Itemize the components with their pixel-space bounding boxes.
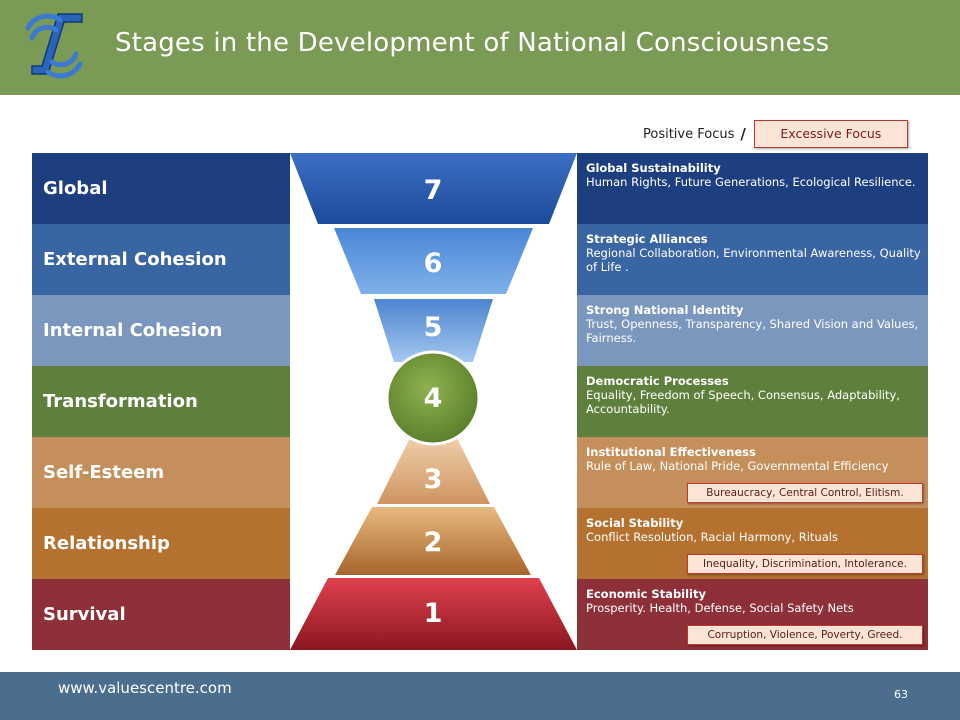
footer-url: www.valuescentre.com xyxy=(58,679,232,697)
level-5-name: Internal Cohesion xyxy=(43,320,223,341)
level-5-focus-band: Strong National Identity Trust, Openness… xyxy=(577,295,928,366)
level-1-excessive-focus-box: Corruption, Violence, Poverty, Greed. xyxy=(687,625,923,645)
level-2-name: Relationship xyxy=(43,533,170,554)
level-5-number: 5 xyxy=(424,312,443,343)
slide-header: Stages in the Development of National Co… xyxy=(0,0,960,95)
level-3-focus-band: Institutional Effectiveness Rule of Law,… xyxy=(577,437,928,508)
legend-separator: / xyxy=(740,125,746,143)
level-7-hourglass-segment xyxy=(290,153,577,224)
level-2-hourglass-segment xyxy=(335,507,531,575)
level-6-name: External Cohesion xyxy=(43,249,227,270)
level-1-number: 1 xyxy=(424,598,443,629)
level-6-name-band: External Cohesion xyxy=(32,224,290,295)
level-7-name: Global xyxy=(43,178,108,199)
level-2-focus-band: Social Stability Conflict Resolution, Ra… xyxy=(577,508,928,579)
level-4-focus-band: Democratic Processes Equality, Freedom o… xyxy=(577,366,928,437)
level-3-number: 3 xyxy=(424,464,443,495)
level-2-focus-description: Conflict Resolution, Racial Harmony, Rit… xyxy=(586,530,838,544)
focus-legend: Positive Focus / Excessive Focus xyxy=(643,120,908,148)
page-number: 63 xyxy=(894,688,908,701)
level-2-focus-title: Social Stability xyxy=(586,516,684,530)
level-4-number: 4 xyxy=(424,383,443,414)
level-5-focus-title: Strong National Identity xyxy=(586,303,744,317)
level-1-hourglass-segment xyxy=(290,578,577,650)
level-6-focus-description: Regional Collaboration, Environmental Aw… xyxy=(586,246,921,274)
level-2-number: 2 xyxy=(424,527,443,558)
level-5-name-band: Internal Cohesion xyxy=(32,295,290,366)
level-4-hourglass-circle xyxy=(385,350,481,446)
level-2-name-band: Relationship xyxy=(32,508,290,579)
level-6-focus-title: Strategic Alliances xyxy=(586,232,708,246)
level-4-name: Transformation xyxy=(43,391,198,412)
excessive-focus-label: Excessive Focus xyxy=(753,120,908,148)
level-5-focus-description: Trust, Openness, Transparency, Shared Vi… xyxy=(586,317,919,345)
level-7-number: 7 xyxy=(424,175,443,206)
level-6-focus-band: Strategic Alliances Regional Collaborati… xyxy=(577,224,928,295)
level-1-focus-band: Economic Stability Prosperity. Health, D… xyxy=(577,579,928,650)
level-3-focus-description: Rule of Law, National Pride, Governmenta… xyxy=(586,459,889,473)
level-7-focus-band: Global Sustainability Human Rights, Futu… xyxy=(577,153,928,224)
level-3-excessive-focus-box: Bureaucracy, Central Control, Elitism. xyxy=(687,483,923,503)
level-1-name: Survival xyxy=(43,604,126,625)
concentric-arcs-logo-icon xyxy=(25,13,83,79)
level-6-hourglass-segment xyxy=(334,228,533,294)
positive-focus-label: Positive Focus xyxy=(643,126,735,142)
level-7-name-band: Global xyxy=(32,153,290,224)
slide-title: Stages in the Development of National Co… xyxy=(115,28,830,58)
level-3-hourglass-segment xyxy=(377,434,490,504)
level-4-focus-title: Democratic Processes xyxy=(586,374,729,388)
level-6-number: 6 xyxy=(424,248,443,279)
level-4-focus-description: Equality, Freedom of Speech, Consensus, … xyxy=(586,388,900,416)
level-7-focus-description: Human Rights, Future Generations, Ecolog… xyxy=(586,175,916,189)
slide-footer: www.valuescentre.com 63 xyxy=(0,672,960,720)
level-1-focus-description: Prosperity. Health, Defense, Social Safe… xyxy=(586,601,854,615)
level-2-excessive-focus-box: Inequality, Discrimination, Intolerance. xyxy=(687,554,923,574)
level-3-focus-title: Institutional Effectiveness xyxy=(586,445,756,459)
level-1-name-band: Survival xyxy=(32,579,290,650)
level-3-name: Self-Esteem xyxy=(43,462,165,483)
level-3-name-band: Self-Esteem xyxy=(32,437,290,508)
level-7-focus-title: Global Sustainability xyxy=(586,161,721,175)
level-1-focus-title: Economic Stability xyxy=(586,587,706,601)
level-4-name-band: Transformation xyxy=(32,366,290,437)
level-5-hourglass-segment xyxy=(374,299,493,362)
